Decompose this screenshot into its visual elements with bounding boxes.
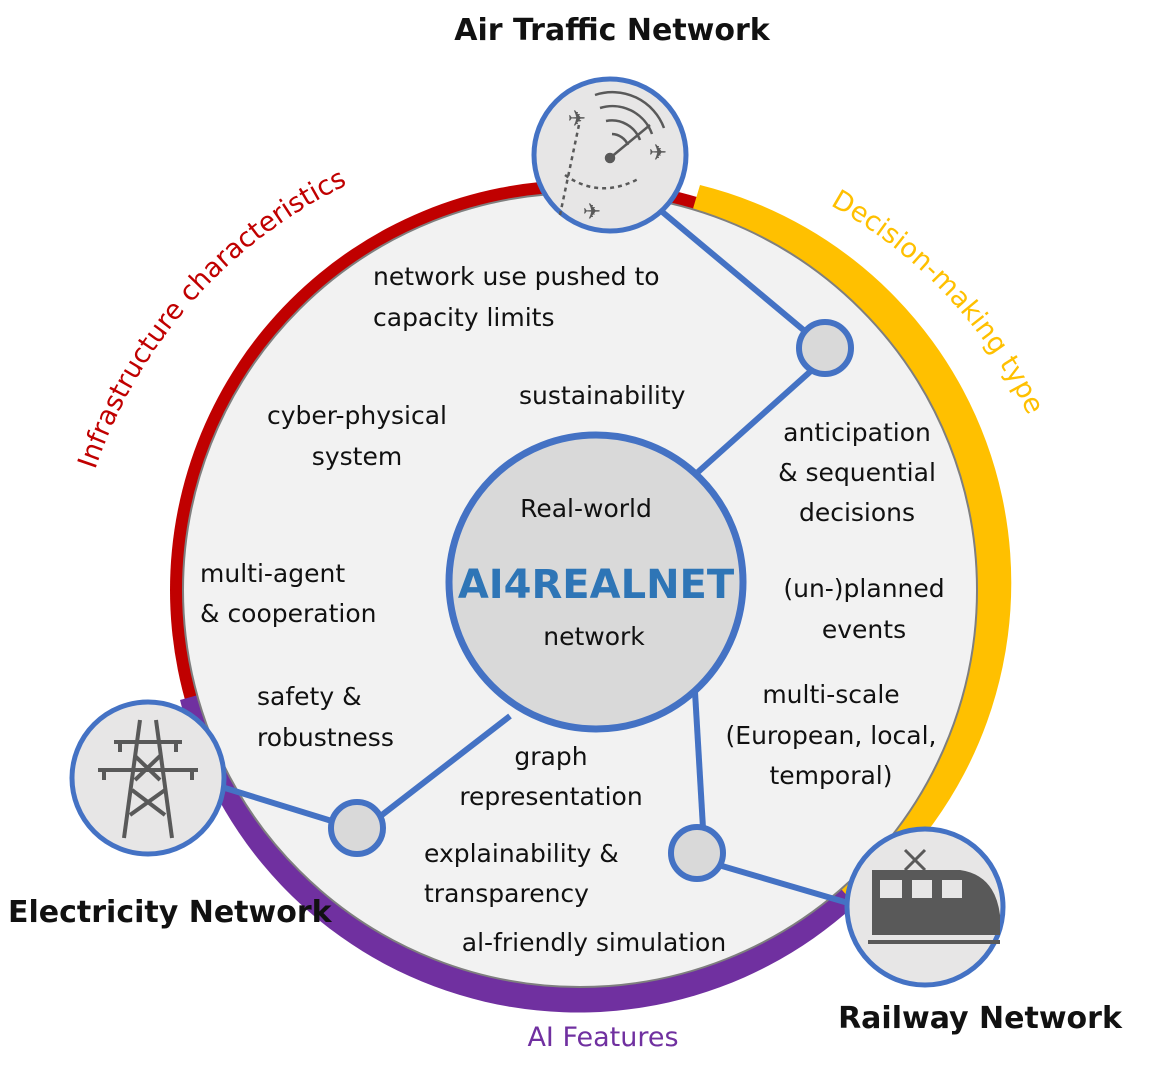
node-electricity (328, 799, 386, 857)
feature-graph-2: representation (459, 782, 642, 811)
center-top: Real-world (520, 494, 652, 523)
feature-anticipation-2: & sequential (778, 458, 936, 487)
links (224, 207, 856, 908)
feature-labels: network use pushed to capacity limits su… (200, 262, 945, 957)
center-name: AI4REALNET (458, 562, 735, 608)
node-air (796, 319, 854, 377)
power-tower-icon (98, 719, 198, 839)
feature-simulation: al-friendly simulation (462, 928, 726, 957)
link-rail-bottom (721, 863, 856, 908)
feature-graph-1: graph (514, 742, 587, 771)
plane-icon: ✈ (568, 107, 586, 132)
feature-anticipation-3: decisions (799, 498, 915, 527)
feature-safety-2: robustness (257, 723, 394, 752)
title-electricity: Electricity Network (8, 895, 333, 930)
feature-multi-scale-1: multi-scale (762, 680, 899, 709)
feature-multi-agent-2: & cooperation (200, 599, 377, 628)
link-elec-right (376, 713, 512, 821)
electricity-node (69, 699, 227, 857)
title-air: Air Traffic Network (454, 13, 771, 48)
feature-multi-agent-1: multi-agent (200, 559, 345, 588)
link-air-top (658, 207, 827, 351)
feature-multi-scale-2: (European, local, (726, 721, 937, 750)
link-elec-left (224, 785, 336, 825)
nodes (328, 319, 854, 882)
feature-cyber-2: system (312, 442, 402, 471)
feature-explainability-1: explainability & (424, 839, 619, 868)
link-rail-top (692, 691, 706, 829)
plane-icon-3: ✈ (583, 200, 601, 225)
train-icon (868, 848, 1000, 944)
feature-unplanned-1: (un-)planned (783, 574, 944, 603)
feature-network-use-2: capacity limits (373, 303, 555, 332)
plane-icon-2: ✈ (649, 141, 667, 166)
feature-sustainability: sustainability (519, 381, 686, 410)
feature-cyber-1: cyber-physical (267, 401, 447, 430)
feature-unplanned-2: events (822, 615, 906, 644)
feature-anticipation-1: anticipation (783, 418, 931, 447)
radar-icon (558, 90, 666, 216)
arc-label-ai: AI Features (527, 1022, 678, 1053)
railway-node (844, 826, 1006, 988)
title-railway: Railway Network (838, 1001, 1123, 1036)
feature-safety-1: safety & (257, 682, 362, 711)
link-air-bottom (695, 367, 815, 475)
center-node: Real-world AI4REALNET network (445, 431, 747, 733)
air-traffic-node: ✈ ✈ ✈ (531, 76, 689, 234)
node-railway (668, 824, 726, 882)
feature-multi-scale-3: temporal) (770, 761, 893, 790)
center-bottom: network (543, 622, 645, 651)
feature-network-use-1: network use pushed to (373, 262, 660, 291)
feature-explainability-2: transparency (424, 879, 589, 908)
